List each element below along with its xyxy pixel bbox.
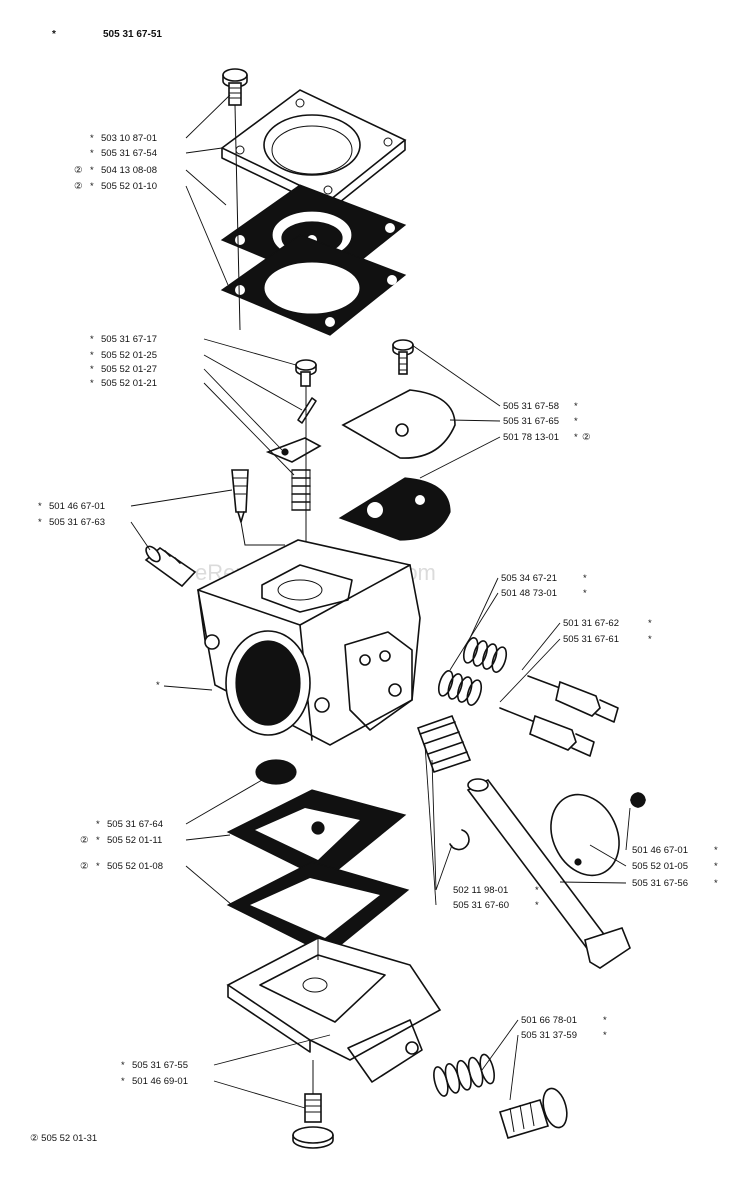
check-valve	[255, 759, 297, 785]
part-label: 505 31 67-56	[632, 878, 688, 889]
inlet-needle	[231, 469, 249, 523]
label-kit: ②	[74, 165, 83, 176]
part-label: 505 31 67-64	[107, 819, 163, 830]
part-label: 505 31 67-58	[503, 401, 559, 412]
mixture-springs	[437, 637, 508, 706]
label-star: *	[96, 835, 100, 846]
header-star: *	[52, 29, 56, 40]
label-star: *	[121, 1060, 125, 1071]
label-star: *	[90, 181, 94, 192]
part-label: 505 31 67-60	[453, 900, 509, 911]
label-star: *	[90, 165, 94, 176]
metering-diaphragm	[226, 789, 407, 881]
circlip	[449, 829, 470, 851]
label-star: *	[583, 573, 587, 584]
part-labels: * 503 10 87-01 * 505 31 67-54 ② * 504 13…	[30, 133, 718, 1144]
low-speed-needle	[499, 707, 595, 757]
label-star: *	[121, 1076, 125, 1087]
part-label: 501 48 73-01	[501, 588, 557, 599]
cover-screw-bottom	[292, 1093, 334, 1149]
label-star: *	[574, 416, 578, 427]
part-label: 505 52 01-10	[101, 181, 157, 192]
label-star: *	[583, 588, 587, 599]
throttle-shaft	[466, 778, 631, 969]
label-kit: ②	[80, 861, 89, 872]
carburetor-body	[197, 539, 421, 746]
label-star: *	[603, 1015, 607, 1026]
part-label: 505 31 67-61	[563, 634, 619, 645]
fuel-inlet-nipple	[144, 545, 197, 588]
part-label: 501 46 67-01	[49, 501, 105, 512]
part-label: 501 46 69-01	[132, 1076, 188, 1087]
control-plate	[341, 339, 456, 459]
part-label: 505 52 01-05	[632, 861, 688, 872]
leader-lines	[130, 94, 631, 1109]
label-star: *	[90, 148, 94, 159]
label-star: *	[38, 501, 42, 512]
part-label: 503 10 87-01	[101, 133, 157, 144]
part-label: 505 52 01-11	[107, 835, 162, 846]
part-label: 501 46 67-01	[632, 845, 688, 856]
label-star: *	[648, 618, 652, 629]
body-marker: *	[156, 680, 160, 691]
label-star: *	[535, 885, 539, 896]
control-plate-gasket	[338, 477, 451, 541]
throttle-valve	[550, 792, 646, 877]
part-label: 505 31 67-65	[503, 416, 559, 427]
metering-gasket	[226, 861, 410, 956]
label-kit: ②	[582, 432, 591, 443]
part-label: 505 31 67-63	[49, 517, 105, 528]
label-star: *	[714, 845, 718, 856]
needle-lever	[265, 437, 322, 463]
label-star: *	[96, 819, 100, 830]
idle-screw-spring	[433, 1053, 495, 1097]
label-star: *	[603, 1030, 607, 1041]
part-label: 505 52 01-08	[107, 861, 163, 872]
idle-screw	[498, 1087, 568, 1139]
label-star: *	[96, 861, 100, 872]
label-kit: ②	[80, 835, 89, 846]
lever-pin	[297, 397, 317, 424]
part-label: 501 31 67-62	[563, 618, 619, 629]
lever-spring	[291, 469, 311, 511]
label-star: *	[648, 634, 652, 645]
label-star: *	[90, 133, 94, 144]
footnote: ② 505 52 01-31	[30, 1133, 97, 1144]
label-star: *	[574, 401, 578, 412]
cover-screw	[222, 68, 248, 106]
high-speed-needle	[527, 675, 619, 723]
part-label: 505 31 67-17	[101, 334, 157, 345]
pump-cover	[220, 89, 407, 211]
assembly-number: 505 31 67-51	[103, 29, 162, 40]
part-label: 505 31 67-55	[132, 1060, 188, 1071]
lever-screw	[295, 359, 317, 387]
part-label: 502 11 98-01	[453, 885, 508, 896]
metering-cover	[226, 937, 442, 1083]
part-label: 501 78 13-01	[503, 432, 559, 443]
pump-gasket	[220, 234, 407, 336]
label-star: *	[90, 350, 94, 361]
label-kit: ②	[74, 181, 83, 192]
part-label: 505 52 01-21	[101, 378, 157, 389]
part-label: 505 34 67-21	[501, 573, 557, 584]
label-star: *	[90, 378, 94, 389]
idle-spring	[416, 714, 472, 774]
label-star: *	[90, 334, 94, 345]
label-star: *	[90, 364, 94, 375]
part-label: 504 13 08-08	[101, 165, 157, 176]
label-star: *	[714, 878, 718, 889]
part-label: 505 31 37-59	[521, 1030, 577, 1041]
part-label: 505 31 67-54	[101, 148, 157, 159]
part-label: 505 52 01-25	[101, 350, 157, 361]
label-star: *	[574, 432, 578, 443]
part-label: 501 66 78-01	[521, 1015, 577, 1026]
label-star: *	[535, 900, 539, 911]
label-star: *	[38, 517, 42, 528]
label-star: *	[714, 861, 718, 872]
part-label: 505 52 01-27	[101, 364, 157, 375]
